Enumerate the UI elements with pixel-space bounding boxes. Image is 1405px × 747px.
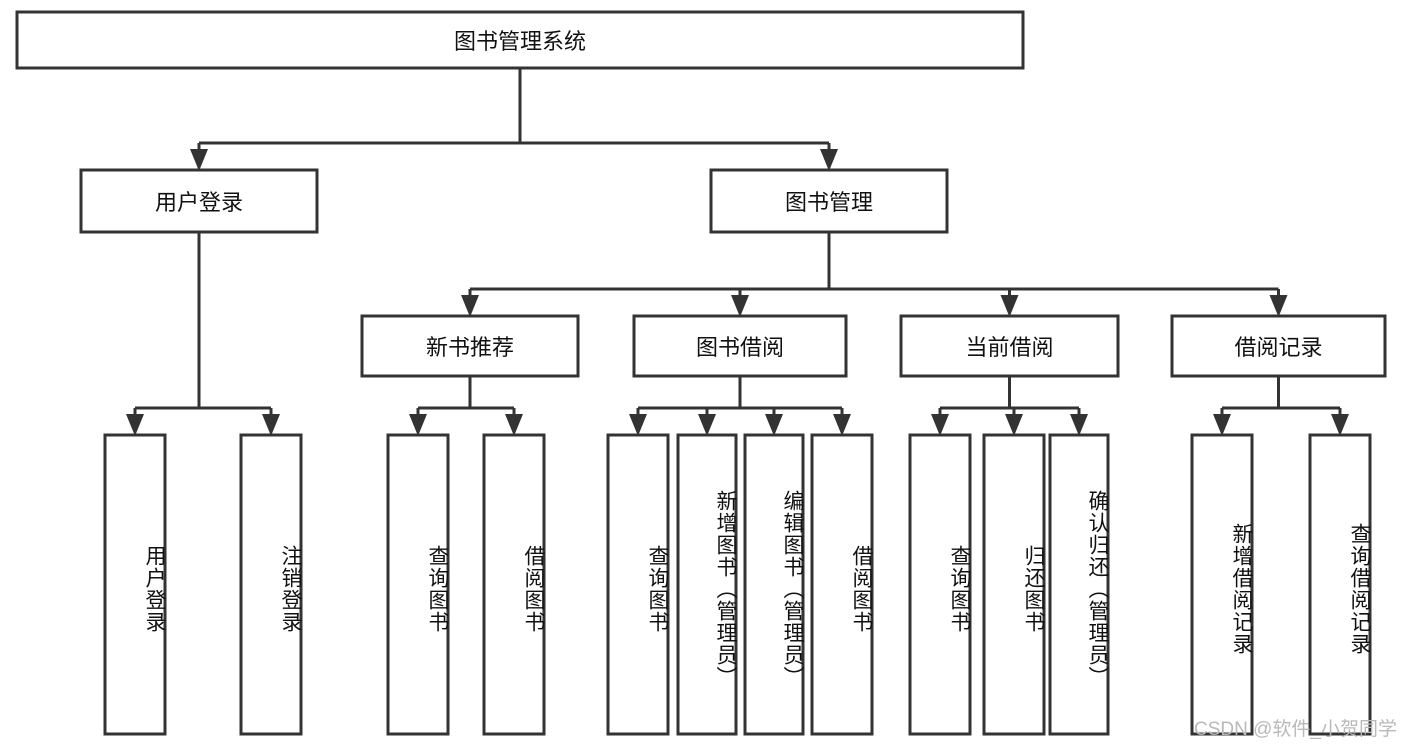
node-box-root bbox=[15, 10, 1025, 70]
arrow-head-leaf-query-record bbox=[1331, 414, 1349, 436]
arrow-head-leaf-user-login bbox=[126, 414, 144, 436]
node-box-book-manage bbox=[709, 168, 949, 234]
node-box-leaf-query-book-1 bbox=[386, 433, 450, 736]
arrow-head-leaf-confirm-return bbox=[1070, 414, 1088, 436]
arrow-head-leaf-borrow-book-2 bbox=[833, 414, 851, 436]
node-box-leaf-confirm-return bbox=[1048, 433, 1110, 736]
arrow-head-new-book-rec bbox=[461, 295, 479, 317]
node-box-leaf-borrow-book-1 bbox=[482, 433, 546, 736]
node-box-current-borrow bbox=[899, 314, 1120, 378]
arrow-head-leaf-query-book-3 bbox=[931, 414, 949, 436]
arrow-head-leaf-add-record bbox=[1213, 414, 1231, 436]
node-box-leaf-query-record bbox=[1308, 433, 1372, 736]
arrow-head-book-manage bbox=[820, 149, 838, 171]
node-box-user-login bbox=[79, 168, 319, 234]
node-box-new-book-rec bbox=[360, 314, 580, 378]
node-box-leaf-add-record bbox=[1190, 433, 1254, 736]
arrow-head-current-borrow bbox=[1000, 295, 1019, 317]
node-box-leaf-return-book bbox=[982, 433, 1046, 736]
node-box-leaf-query-book-3 bbox=[908, 433, 972, 736]
arrow-head-borrow-record bbox=[1269, 295, 1288, 317]
node-box-leaf-borrow-book-2 bbox=[810, 433, 874, 736]
arrow-head-leaf-logout bbox=[262, 414, 280, 436]
arrow-head-leaf-borrow-book-1 bbox=[505, 414, 523, 436]
node-box-leaf-edit-book bbox=[743, 433, 805, 736]
node-box-leaf-user-login bbox=[103, 433, 167, 736]
arrow-head-leaf-add-book bbox=[698, 414, 716, 436]
node-box-leaf-add-book bbox=[676, 433, 738, 736]
arrow-head-leaf-return-book bbox=[1005, 414, 1023, 436]
node-box-book-borrow bbox=[632, 314, 848, 378]
node-box-layer bbox=[15, 10, 1387, 736]
arrow-head-user-login bbox=[190, 149, 208, 171]
node-box-leaf-query-book-2 bbox=[606, 433, 670, 736]
arrow-head-leaf-query-book-1 bbox=[409, 414, 427, 436]
arrow-head-book-borrow bbox=[731, 295, 749, 317]
connector-layer bbox=[126, 68, 1349, 436]
node-box-borrow-record bbox=[1170, 314, 1387, 378]
arrow-head-leaf-query-book-2 bbox=[629, 414, 647, 436]
node-box-leaf-logout bbox=[239, 433, 303, 736]
arrow-head-leaf-edit-book bbox=[765, 414, 783, 436]
